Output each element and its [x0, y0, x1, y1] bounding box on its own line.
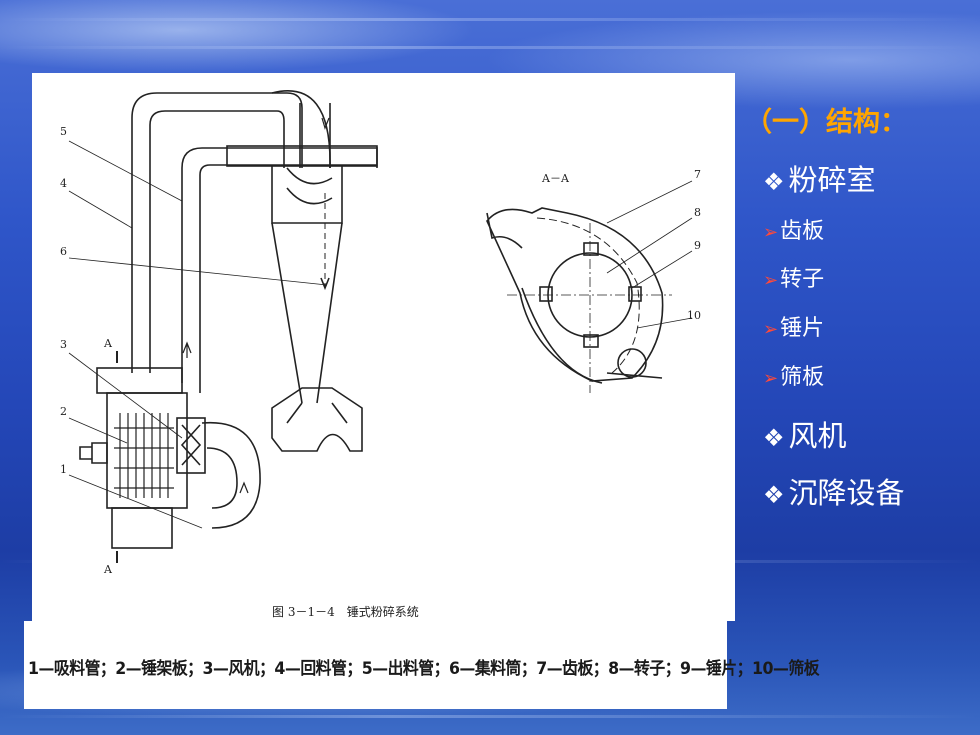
part-number-10: 10 [687, 309, 701, 322]
outline-item-fan: ❖风机 [763, 419, 847, 453]
fan-housing [176, 417, 206, 474]
outline-item-rotor: ➢转子 [763, 267, 825, 292]
diamond-cluster-icon: ❖ [763, 168, 785, 196]
shaft-bearing [79, 442, 108, 464]
return-pipe-inner [149, 110, 285, 373]
cut-marker-bottom: A [104, 563, 112, 576]
part-number-2: 2 [60, 405, 67, 418]
bg-wave [0, 715, 980, 718]
part-number-9: 9 [694, 239, 701, 252]
fan-volute [201, 421, 261, 529]
section-label: A－A [542, 172, 569, 185]
cyclone-cone [271, 222, 343, 404]
arrow-right-icon: ➢ [763, 368, 779, 389]
outlet-pipe-inner [199, 164, 377, 393]
part-number-5: 5 [60, 125, 67, 138]
fan-blades [180, 424, 202, 466]
outline-item-tooth-plate: ➢齿板 [763, 219, 825, 244]
feed-inlet [96, 367, 183, 394]
part-number-3: 3 [60, 338, 67, 351]
bg-wave [0, 18, 980, 21]
hammer-plates [114, 413, 174, 498]
outlet-pipe-outline [181, 147, 378, 383]
cyclone-hopper-ribs [286, 402, 348, 424]
return-pipe-walls [299, 103, 331, 168]
cyclone-spiral [286, 167, 333, 205]
diamond-cluster-icon: ❖ [763, 424, 785, 452]
mill-base [111, 507, 173, 549]
legend-text: 1—吸料管；2—锤架板；3—风机；4—回料管；5—出料管；6—集料筒；7—齿板；… [28, 659, 820, 679]
arrow-right-icon: ➢ [763, 270, 779, 291]
part-number-6: 6 [60, 245, 67, 258]
legend-strip: 1—吸料管；2—锤架板；3—风机；4—回料管；5—出料管；6—集料筒；7—齿板；… [24, 621, 820, 709]
outline-item-hammer: ➢锤片 [763, 316, 825, 341]
outline-item-screen: ➢筛板 [763, 365, 825, 390]
cut-marker-top: A [104, 337, 112, 350]
hammer-mill-diagram [68, 90, 693, 563]
bg-wave [0, 46, 980, 49]
part-number-4: 4 [60, 177, 67, 190]
cyclone-hopper [271, 387, 363, 452]
part-number-8: 8 [694, 206, 701, 219]
part-number-7: 7 [694, 168, 701, 181]
section-title: （一）结构： [745, 107, 907, 138]
figure-panel: 5 4 6 3 2 1 A A A－A 7 8 9 10 图 3－1－4 锤式粉… [32, 73, 735, 621]
cyclone-body [271, 166, 343, 224]
diamond-cluster-icon: ❖ [763, 481, 785, 509]
fan-volute-inner [206, 447, 238, 509]
part-number-1: 1 [60, 463, 67, 476]
outline-item-grinding-chamber: ❖粉碎室 [763, 163, 876, 197]
leader-lines [68, 140, 693, 529]
cyclone-top-flange [226, 145, 378, 167]
outline-item-settling-equipment: ❖沉降设备 [763, 476, 905, 510]
section-view [486, 207, 672, 393]
arrow-right-icon: ➢ [763, 319, 779, 340]
arrow-right-icon: ➢ [763, 222, 779, 243]
mill-chamber [106, 392, 188, 509]
figure-caption: 图 3－1－4 锤式粉碎系统 [272, 605, 419, 619]
return-pipe-outline [131, 92, 303, 373]
